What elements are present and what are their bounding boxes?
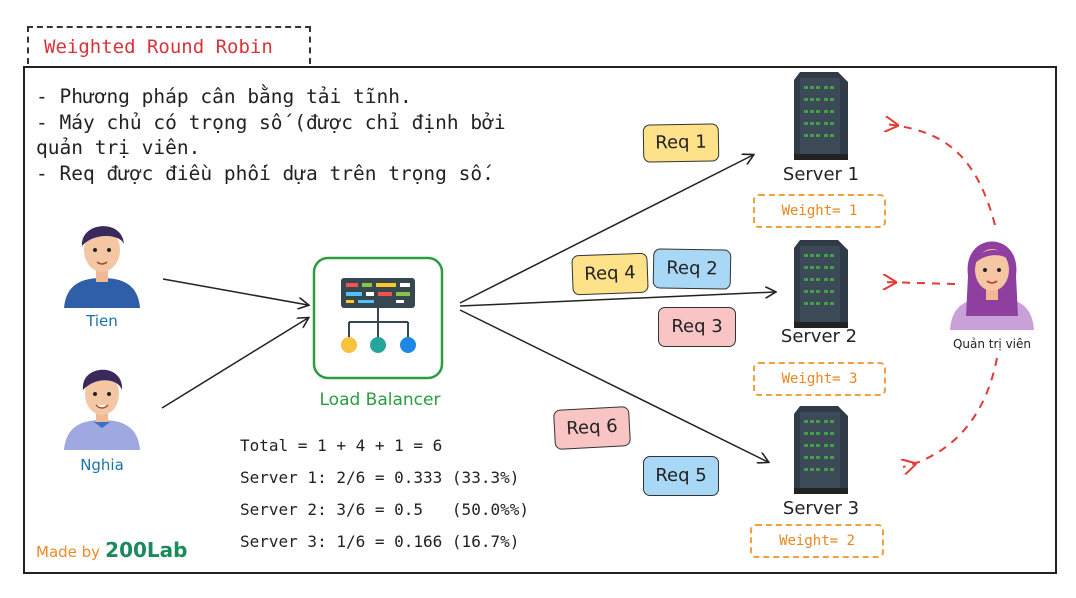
diagram-frame [23,66,1057,574]
arrow-lb-to-server-2 [459,292,775,307]
arrow-lb-to-server-3 [459,309,768,462]
load-balancer-icon [312,256,444,380]
request-tag: Req 4 [571,252,649,296]
admin-arrows [883,124,998,467]
arrow-lb-to-server-1 [459,155,753,304]
weight-badge: Weight= 2 [750,524,884,558]
server-icon [794,72,848,160]
bullet-item: - Phương pháp cân bằng tải tĩnh. [36,85,412,108]
load-balancer-label: Load Balancer [319,390,441,410]
credit: Made by 200Lab [36,538,187,562]
request-tag: Req 3 [658,307,736,347]
request-tag: Req 5 [643,456,719,496]
avatar-tien [64,226,140,308]
calculation-line: Server 2: 3/6 = 0.5 (50.0%%) [240,500,529,519]
client-label-nghia: Nghia [80,456,124,474]
client-label-tien: Tien [86,312,118,330]
credit-prefix: Made by [36,543,101,561]
arrow-tien-to-lb [162,278,308,305]
server-label: Server 3 [782,498,860,519]
admin-label: Quản trị viên [952,337,1032,351]
weight-calculation: Total = 1 + 4 + 1 = 6 Server 1: 2/6 = 0.… [240,434,529,562]
bullet-item: - Máy chủ có trọng số (được chỉ định bởi… [36,110,506,160]
avatar-admin [950,241,1034,330]
server-icon [794,240,848,328]
diagram-title: Weighted Round Robin [44,36,273,58]
bullet-item: - Req được điều phối dựa trên trọng số. [36,161,494,185]
server-icon [794,406,848,494]
arrow-admin-to-server-3 [903,357,998,467]
server-label: Server 1 [782,164,860,185]
request-tag: Req 1 [642,123,720,163]
request-tag: Req 2 [652,248,732,290]
request-tag: Req 6 [553,406,631,450]
weight-badge: Weight= 3 [753,362,886,396]
server-label: Server 2 [780,326,858,347]
arrow-admin-to-server-2 [883,282,956,284]
calculation-line: Server 3: 1/6 = 0.166 (16.7%) [240,532,520,551]
lb-to-server-arrows [459,155,775,462]
client-to-lb-arrows [161,278,308,409]
description-list: - Phương pháp cân bằng tải tĩnh. - Máy c… [36,84,556,186]
arrow-admin-to-server-1 [885,124,996,226]
avatar-nghia [64,369,140,450]
arrow-nghia-to-lb [161,318,308,409]
weight-badge: Weight= 1 [753,194,886,228]
calculation-line: Total = 1 + 4 + 1 = 6 [240,436,443,455]
title-box [27,26,311,64]
credit-brand: 200Lab [105,538,188,562]
calculation-line: Server 1: 2/6 = 0.333 (33.3%) [240,468,520,487]
